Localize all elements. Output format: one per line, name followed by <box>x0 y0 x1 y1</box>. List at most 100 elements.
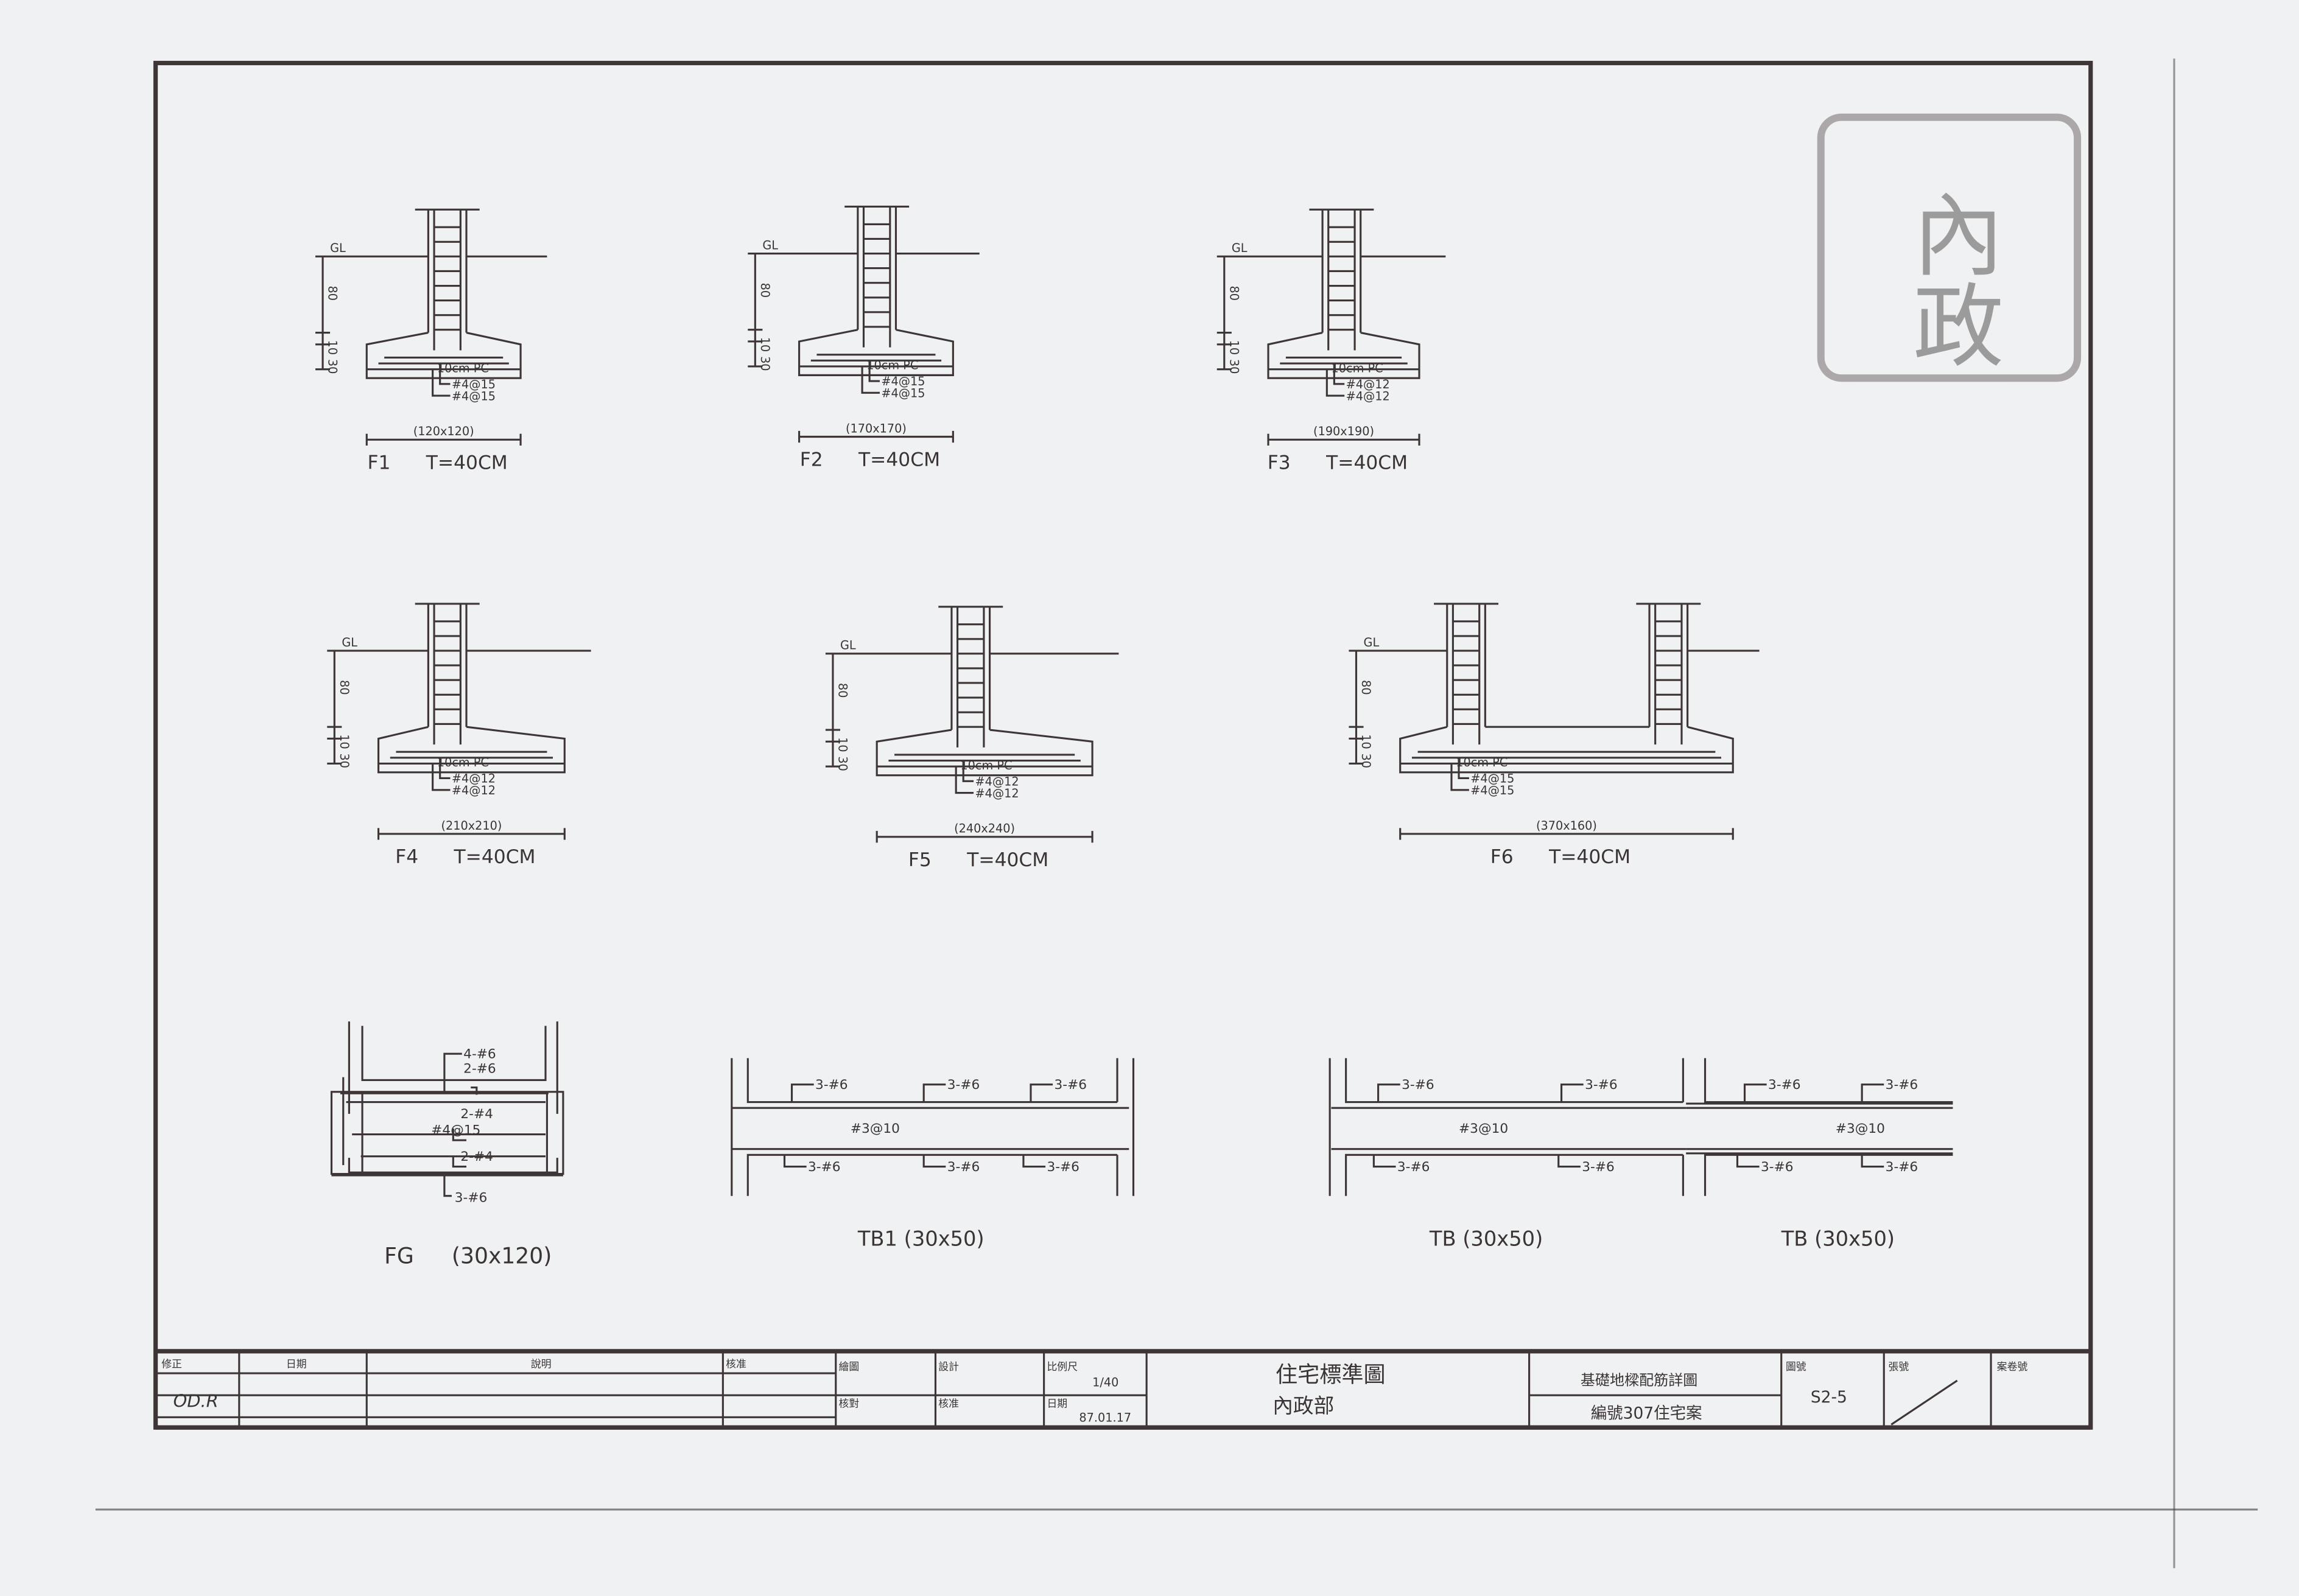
depth-dimension-label: 80 <box>836 683 850 698</box>
bottom-rebar-label: #4@12 <box>452 783 496 797</box>
footing-size-label: (370x160) <box>1536 819 1597 833</box>
top-rebar-label: 3-#6 <box>947 1077 980 1093</box>
footing-drawing <box>748 205 980 443</box>
fg-bottom-rebar-label: 3-#6 <box>455 1190 488 1205</box>
footing-drawing <box>315 208 547 446</box>
top-rebar-label: #4@12 <box>975 775 1019 789</box>
tb-revision-label: 修正 <box>161 1357 182 1370</box>
tb-design-label: 設計 <box>938 1360 959 1373</box>
depth-dimension-label: 10 <box>758 337 772 352</box>
pc-layer-label: 10cm PC <box>960 758 1012 772</box>
bottom-rebar-label: #4@15 <box>452 389 496 403</box>
footing-id-label: F1 <box>367 452 390 474</box>
footing-drawing <box>1216 208 1446 446</box>
depth-dimension-label: 10 <box>1227 340 1241 355</box>
stirrup-label: #3@10 <box>851 1121 900 1136</box>
pc-layer-label: 10cm PC <box>1332 362 1383 376</box>
tb-date-value: 87.01.17 <box>1079 1410 1131 1424</box>
bottom-rebar-label: 3-#6 <box>1886 1160 1918 1175</box>
footing-drawing <box>1349 603 1760 840</box>
tb-date-label: 日期 <box>286 1357 307 1370</box>
footing-size-label: (240x240) <box>954 822 1015 836</box>
footing-thickness-label: T=40CM <box>426 452 508 474</box>
bottom-rebar-label: 3-#6 <box>1582 1160 1615 1175</box>
footing-id-label: F5 <box>908 849 932 871</box>
fg-top2-rebar-label: 2-#6 <box>463 1061 496 1076</box>
footing-thickness-label: T=40CM <box>1548 846 1630 868</box>
tb-sheet-no-label: 圖號 <box>1786 1360 1806 1373</box>
bottom-rebar-label: 3-#6 <box>1397 1160 1430 1175</box>
ground-level-label: GL <box>840 639 856 653</box>
footing-drawing <box>825 606 1119 843</box>
footing-thickness-label: T=40CM <box>966 849 1048 871</box>
depth-dimension-label: 10 <box>326 340 340 355</box>
depth-dimension-label: 80 <box>326 286 340 301</box>
footing-id-label: F6 <box>1490 846 1514 868</box>
footing-thickness-label: T=40CM <box>1325 452 1408 474</box>
beam-title: TB (30x50) <box>1781 1227 1895 1251</box>
tb-scale-label: 比例尺 <box>1047 1360 1078 1373</box>
depth-dimension-label: 30 <box>836 756 850 771</box>
stirrup-label: #3@10 <box>1836 1121 1885 1136</box>
footing-drawing <box>327 603 591 840</box>
fg-mid2-rebar-label: 2-#4 <box>460 1149 493 1164</box>
tb-description-label: 說明 <box>531 1357 552 1370</box>
drawing-border <box>153 60 2093 1430</box>
beam-drawing <box>731 1058 1135 1196</box>
tb-approved-label: 核准 <box>938 1397 959 1409</box>
depth-dimension-label: 80 <box>758 283 772 298</box>
bottom-rebar-label: #4@12 <box>1346 389 1390 403</box>
footing-size-label: (120x120) <box>413 424 474 438</box>
beam-title: TB (30x50) <box>1429 1227 1543 1251</box>
top-rebar-label: 3-#6 <box>1402 1077 1434 1093</box>
top-rebar-label: #4@15 <box>452 377 496 391</box>
top-rebar-label: #4@15 <box>881 374 925 388</box>
footing-id-label: F3 <box>1268 452 1291 474</box>
pc-layer-label: 10cm PC <box>437 755 489 769</box>
seal-text: 內政 <box>1897 187 2003 369</box>
ground-level-label: GL <box>1232 241 1248 255</box>
beam-drawing <box>1329 1058 1687 1196</box>
depth-dimension-label: 30 <box>1227 359 1241 374</box>
pc-layer-label: 10cm PC <box>866 359 918 373</box>
top-rebar-label: 3-#6 <box>1768 1077 1801 1093</box>
tb-drawn-label: 繪圖 <box>839 1360 860 1373</box>
ground-level-label: GL <box>342 635 357 649</box>
tb-checked-label: 核對 <box>839 1397 860 1409</box>
bottom-rebar-label: #4@15 <box>1470 783 1514 797</box>
depth-dimension-label: 10 <box>1359 734 1373 749</box>
fg-beam-section: 4-#6 2-#6 2-#4 #4@15 2-#4 3-#6 FG (30x12… <box>330 1021 564 1269</box>
top-rebar-label: 3-#6 <box>1585 1077 1618 1093</box>
depth-dimension-label: 80 <box>1227 286 1241 301</box>
pc-layer-label: 10cm PC <box>437 362 489 376</box>
footing-id-label: F2 <box>800 449 823 471</box>
beam-title: TB1 (30x50) <box>857 1227 985 1251</box>
tb-agency: 內政部 <box>1272 1394 1334 1418</box>
fg-mid-rebar-label: 2-#4 <box>460 1107 493 1122</box>
tb-project-title: 住宅標準圖 <box>1276 1361 1386 1387</box>
depth-dimension-label: 80 <box>1359 680 1373 695</box>
tb-scale-value: 1/40 <box>1092 1376 1118 1390</box>
footing-thickness-label: T=40CM <box>858 449 940 471</box>
bottom-rebar-label: #4@15 <box>881 386 925 400</box>
footing-thickness-label: T=40CM <box>454 846 536 868</box>
tb-approve-label: 核准 <box>726 1357 746 1370</box>
tb-sheet-no: S2-5 <box>1811 1388 1847 1407</box>
depth-dimension-label: 30 <box>337 754 351 769</box>
depth-dimension-label: 30 <box>1359 754 1373 769</box>
depth-dimension-label: 30 <box>758 356 772 371</box>
top-rebar-label: #4@12 <box>1346 377 1390 391</box>
fg-title: FG <box>384 1242 414 1269</box>
bottom-rebar-label: #4@12 <box>975 786 1019 800</box>
ground-level-label: GL <box>762 238 778 252</box>
